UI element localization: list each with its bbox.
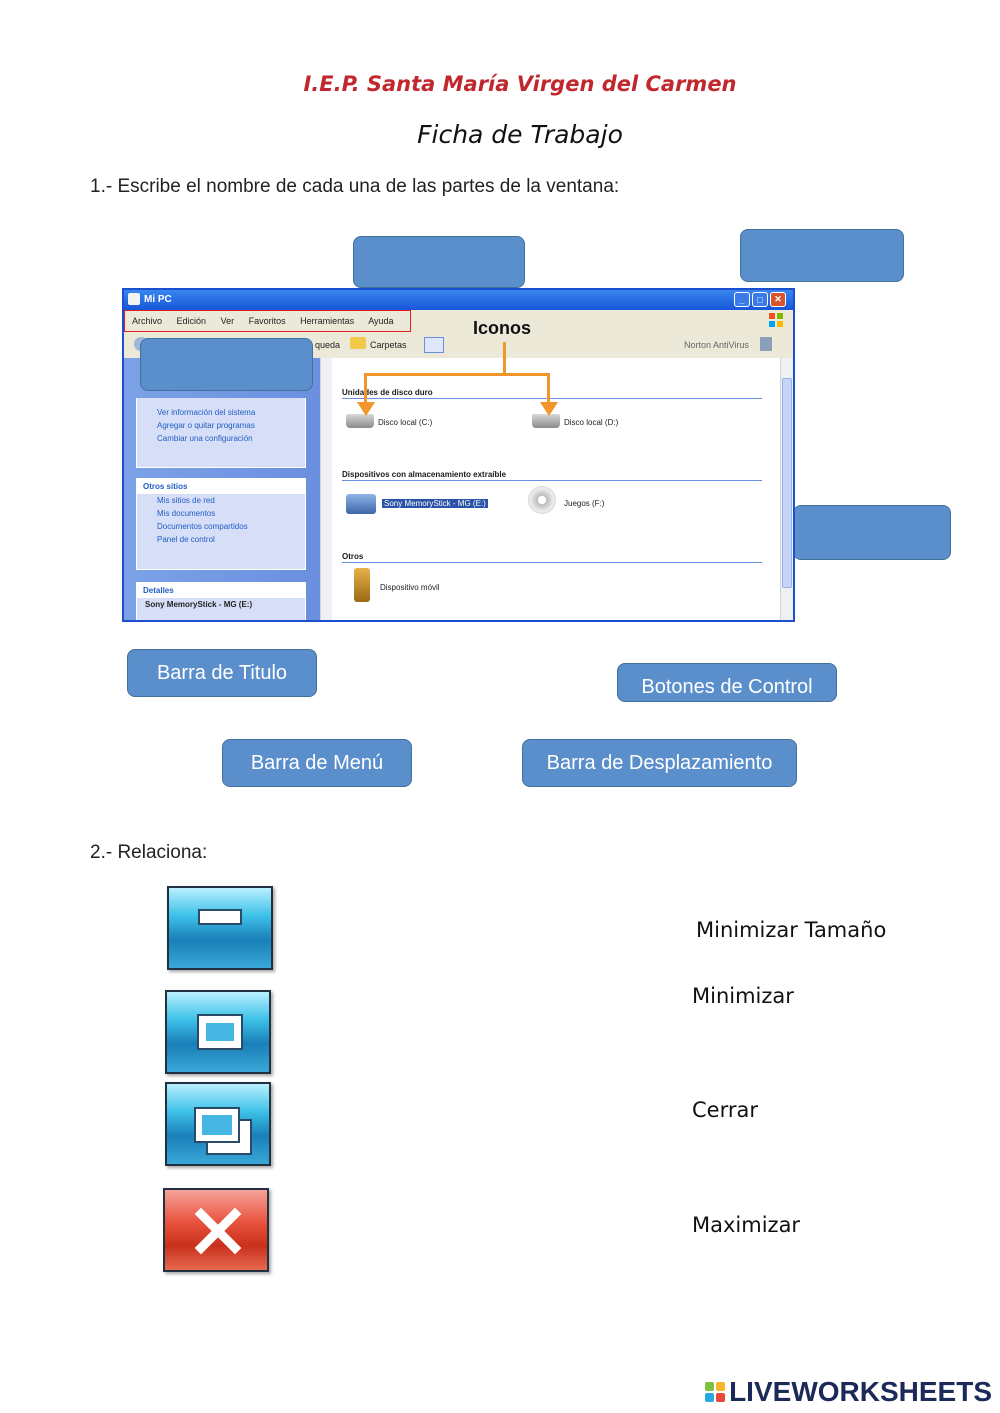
menu-item-archivo: Archivo [132, 316, 163, 326]
task-pane-scrollbar [320, 358, 333, 620]
task-add-remove-programs: Agregar o quitar programas [157, 421, 255, 430]
answer-blank-4[interactable] [793, 505, 951, 560]
option-cerrar[interactable]: Cerrar [692, 1098, 758, 1122]
drive-d-label: Disco local (D:) [564, 418, 619, 427]
label-barra-menu[interactable]: Barra de Menú [222, 739, 412, 787]
details-text: Sony MemoryStick - MG (E:) [145, 600, 253, 609]
school-name: I.E.P. Santa María Virgen del Carmen [303, 72, 737, 96]
task-pane: Ver información del sistema Agregar o qu… [124, 358, 320, 620]
window-title-bar: Mi PC _ □ ✕ [124, 290, 793, 310]
option-minimizar[interactable]: Minimizar [692, 984, 794, 1008]
option-minimizar-tamano[interactable]: Minimizar Tamaño [696, 918, 887, 942]
scrollbar-thumb [782, 378, 792, 588]
iconos-arrow-left [364, 373, 367, 403]
mobile-device-icon [354, 568, 370, 602]
toolbar-norton-text: Norton AntiVirus [684, 340, 749, 350]
toolbar-search-text: queda [315, 340, 341, 350]
question-1-text: 1.- Escribe el nombre de cada una de las… [90, 176, 620, 197]
brand-text: LIVEWORKSHEETS [729, 1376, 992, 1407]
norton-icon [760, 337, 772, 351]
system-tasks-panel: Ver información del sistema Agregar o qu… [136, 398, 306, 468]
label-barra-desplazamiento[interactable]: Barra de Desplazamiento [522, 739, 797, 787]
toolbar-folders-text: Carpetas [370, 340, 407, 350]
section-removable: Dispositivos con almacenamiento extraíbl… [342, 470, 762, 481]
close-control-icon: ✕ [770, 292, 786, 307]
label-barra-titulo[interactable]: Barra de Titulo [127, 649, 317, 697]
cd-label: Juegos (F:) [564, 499, 605, 508]
worksheet-title: Ficha de Trabajo [417, 120, 623, 149]
hard-drive-icon [532, 414, 560, 428]
menu-item-edicion: Edición [176, 316, 207, 326]
computer-icon [128, 293, 140, 305]
iconos-arrow-bar [364, 373, 550, 376]
arrow-head-icon [357, 402, 375, 416]
mi-pc-window: Mi PC _ □ ✕ Archivo Edición Ver Favorito… [122, 288, 795, 622]
close-icon[interactable] [163, 1188, 269, 1272]
section-hard-drives: Unidades de disco duro [342, 388, 762, 399]
other-places-title: Otros sitios [137, 479, 305, 494]
window-title: Mi PC [144, 294, 172, 305]
other-places-panel: Otros sitios Mis sitios de red Mis docum… [136, 478, 306, 570]
answer-blank-2[interactable] [740, 229, 904, 282]
answer-blank-1[interactable] [353, 236, 525, 288]
views-icon [424, 337, 444, 353]
iconos-arrow-right [547, 373, 550, 403]
menu-item-ver: Ver [220, 316, 235, 326]
hard-drive-icon [346, 414, 374, 428]
label-botones-control[interactable]: Botones de Control [617, 663, 837, 702]
minimize-control-icon: _ [734, 292, 750, 307]
answer-blank-3[interactable] [140, 338, 313, 391]
memory-stick-label: Sony MemoryStick - MG (E:) [382, 499, 488, 508]
section-others: Otros [342, 552, 762, 563]
place-network: Mis sitios de red [157, 496, 215, 505]
cd-icon [528, 486, 556, 514]
menu-item-ayuda: Ayuda [368, 316, 394, 326]
iconos-label: Iconos [473, 318, 532, 338]
maximize-control-icon: □ [752, 292, 768, 307]
mobile-device-label: Dispositivo móvil [380, 583, 440, 592]
option-maximizar[interactable]: Maximizar [692, 1213, 801, 1237]
question-2-text: 2.- Relaciona: [90, 842, 208, 863]
liveworksheets-logo-icon [705, 1382, 726, 1402]
maximize-icon[interactable] [165, 990, 271, 1074]
memory-stick-icon [346, 494, 376, 514]
menu-bar-highlight [124, 310, 411, 332]
details-panel: Detalles Sony MemoryStick - MG (E:) [136, 582, 306, 620]
arrow-head-icon [540, 402, 558, 416]
minimize-icon[interactable] [167, 886, 273, 970]
window-menu-bar: Archivo Edición Ver Favoritos Herramient… [124, 310, 793, 332]
window-scrollbar [780, 358, 793, 620]
drive-c-label: Disco local (C:) [378, 418, 433, 427]
iconos-arrow-stem [503, 342, 506, 374]
task-view-system-info: Ver información del sistema [157, 408, 256, 417]
restore-icon[interactable] [165, 1082, 271, 1166]
menu-item-herramientas: Herramientas [300, 316, 355, 326]
menu-item-favoritos: Favoritos [248, 316, 286, 326]
liveworksheets-logo: LIVEWORKSHEETS [705, 1376, 992, 1408]
place-shared-docs: Documentos compartidos [157, 522, 248, 531]
task-change-setting: Cambiar una configuración [157, 434, 253, 443]
place-documents: Mis documentos [157, 509, 216, 518]
place-control-panel: Panel de control [157, 535, 215, 544]
folder-icon [350, 337, 366, 349]
windows-logo-icon [768, 312, 784, 328]
details-title: Detalles [137, 583, 305, 598]
window-content: Unidades de disco duro Disco local (C:) … [332, 358, 780, 620]
